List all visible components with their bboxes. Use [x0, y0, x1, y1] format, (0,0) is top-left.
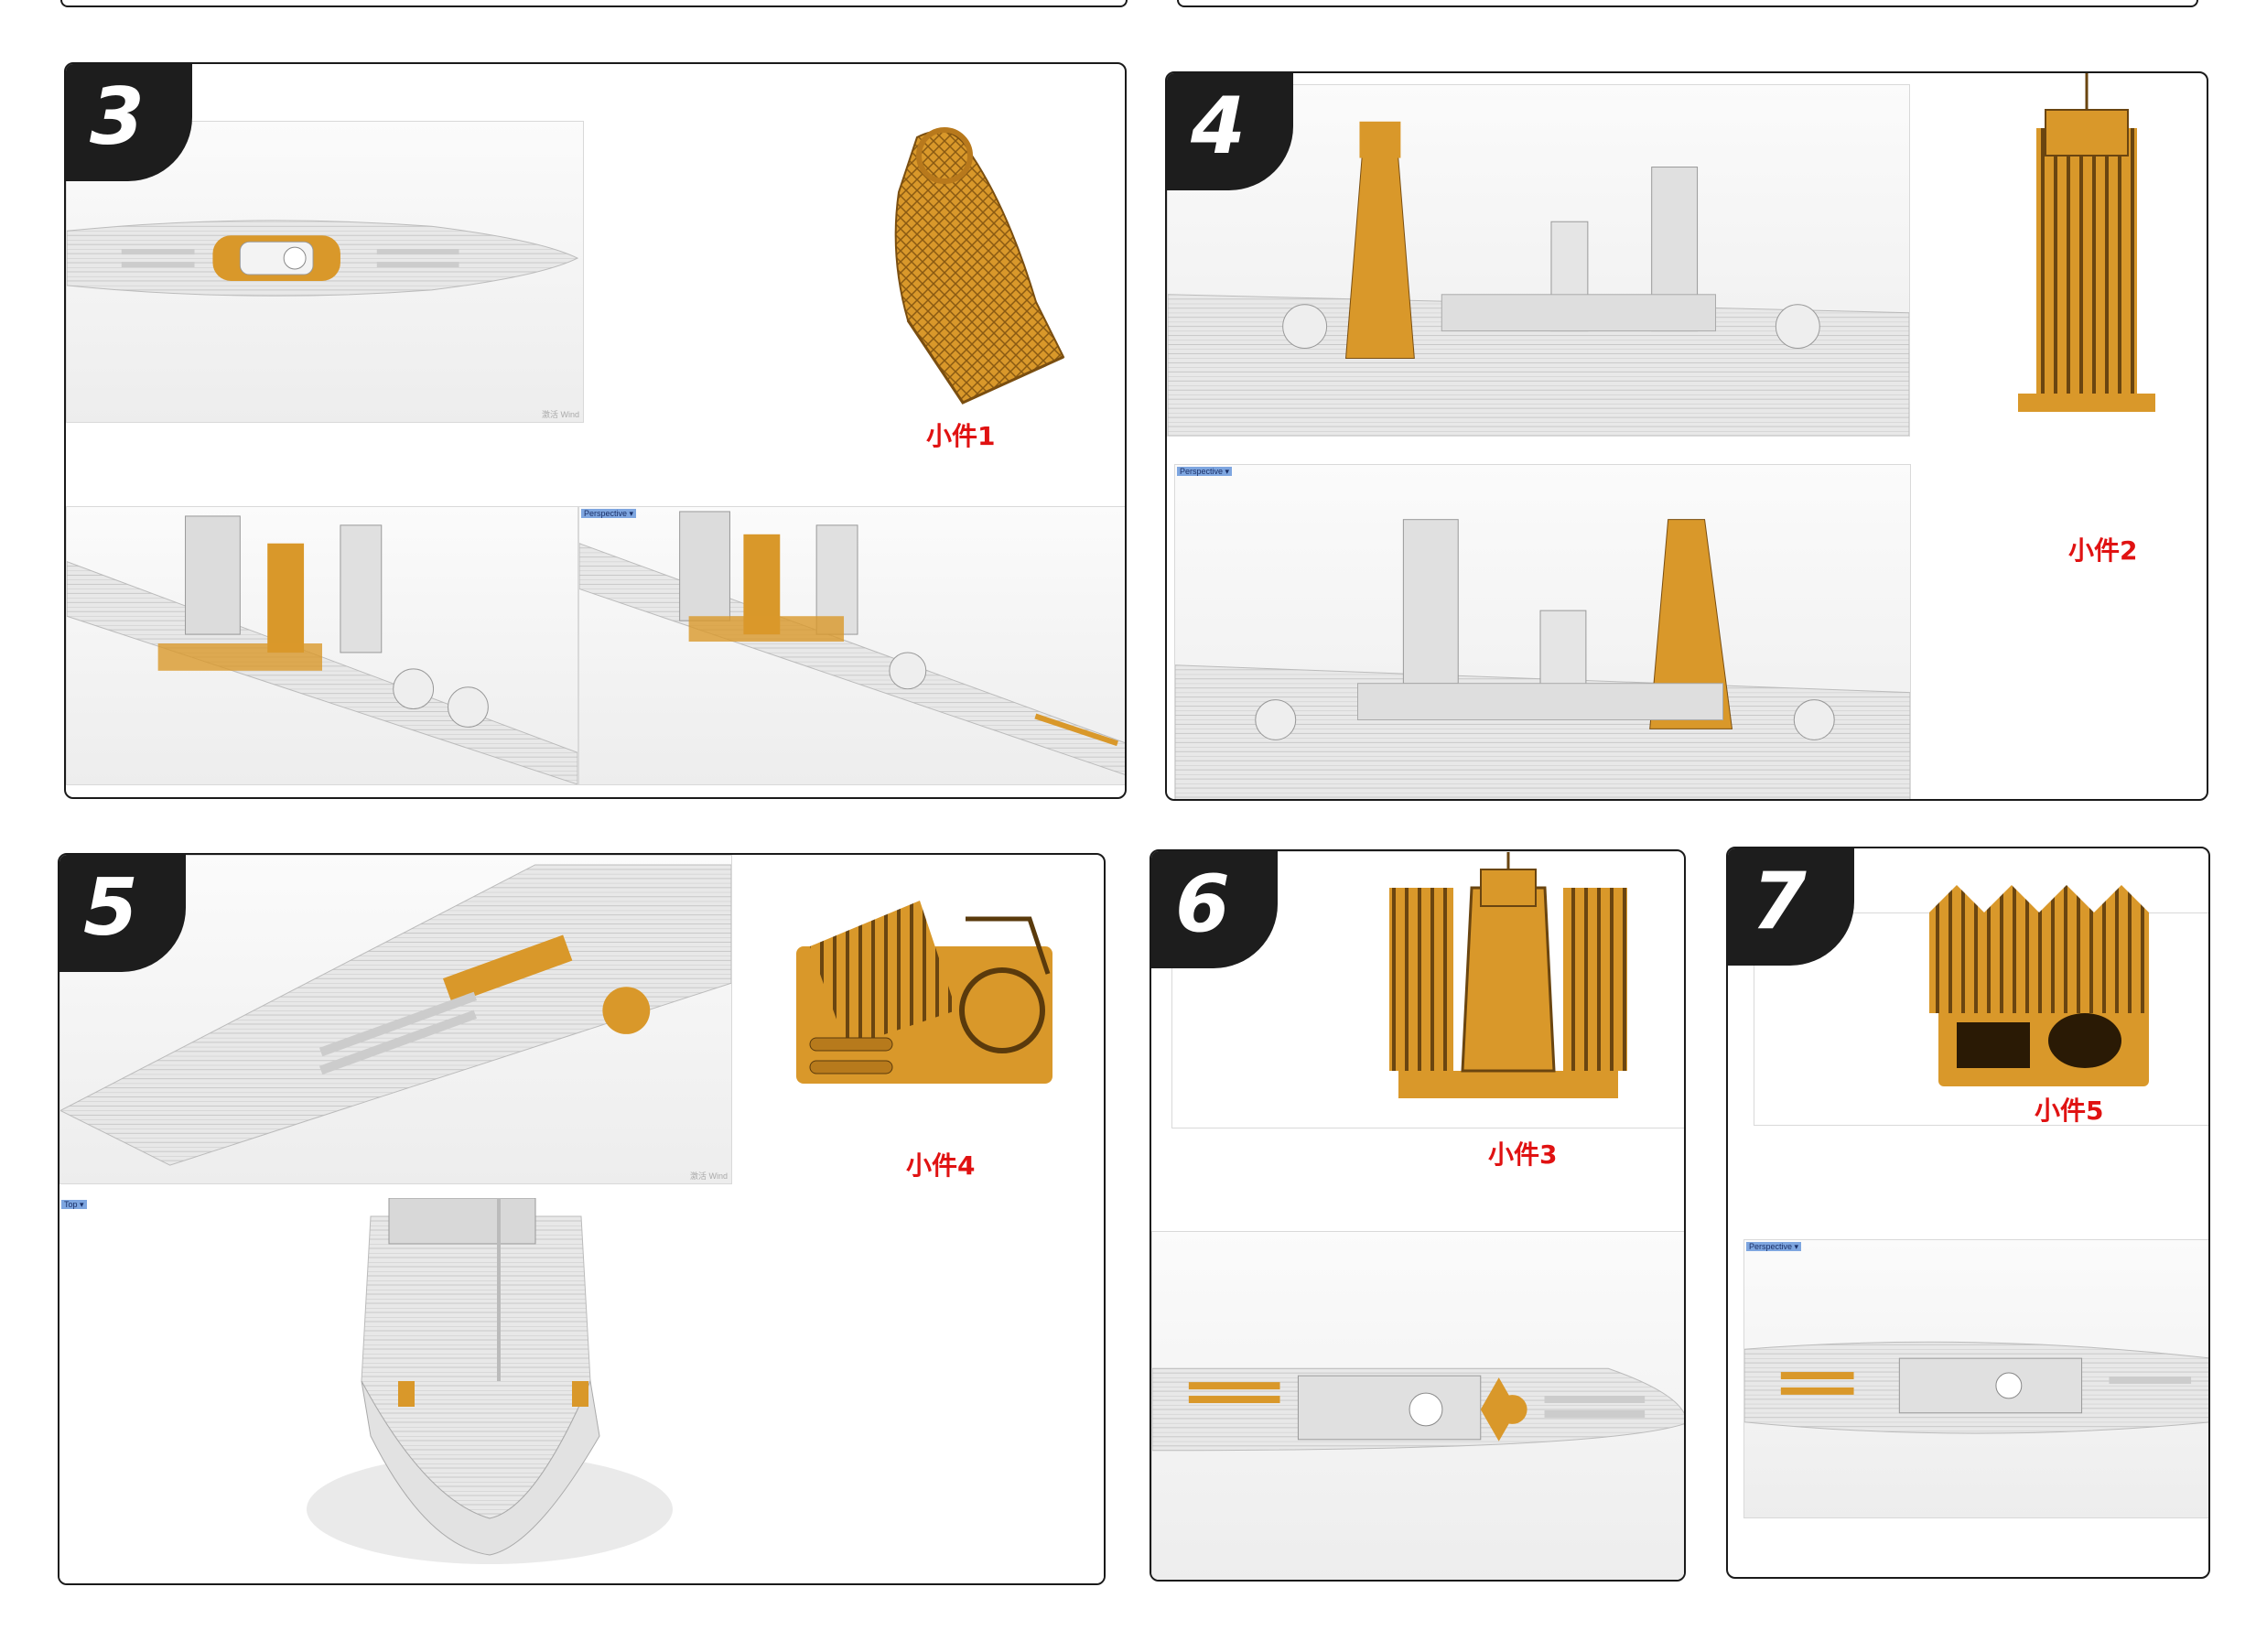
viewport-frame [1171, 851, 1684, 1128]
panel-step-5: 5 激活 Wind 小件4 Top [58, 853, 1106, 1585]
step-number-badge: 6 [1151, 851, 1278, 968]
step-number-badge: 3 [66, 64, 192, 181]
ship-top-render [60, 864, 731, 1166]
step-number: 4 [1191, 81, 1246, 172]
part-label: 小件2 [2068, 535, 2138, 566]
step-number: 3 [90, 71, 145, 163]
step-number: 7 [1752, 856, 1807, 947]
ship-perspective-render-2 [579, 511, 1125, 775]
viewport-tag: Perspective ▾ [1746, 1242, 1802, 1251]
viewport-top-view: Perspective ▾ [1743, 1239, 2208, 1518]
panel-step-7: 7 小件5 Perspective ▾ [1726, 847, 2210, 1579]
viewport-tag: Perspective ▾ [1177, 467, 1233, 476]
viewport-watermark: 激活 Wind [689, 1172, 728, 1181]
panel-step-6: 6 小件3 [1150, 849, 1686, 1582]
small-part-3-render [1389, 851, 1627, 1103]
ship-bow-render [307, 1198, 673, 1564]
small-part-2-render [2000, 73, 2164, 426]
partial-panel-top-left [60, 0, 1128, 7]
step-number-badge: 4 [1167, 73, 1293, 190]
viewport-perspective-left [66, 506, 578, 785]
viewport-perspective: Perspective ▾ [1174, 464, 1911, 799]
ship-top-render [1744, 1341, 2208, 1434]
ship-perspective-render [1175, 519, 1910, 799]
ship-side-render [1168, 121, 1909, 436]
ship-top-render [1152, 1367, 1684, 1452]
step-number: 5 [83, 862, 138, 954]
small-part-4-render [792, 882, 1057, 1093]
viewport-tag: Perspective ▾ [581, 509, 637, 518]
part-label: 小件4 [906, 1150, 976, 1181]
viewport-tag: Top ▾ [61, 1200, 87, 1209]
part-label: 小件5 [2035, 1096, 2104, 1126]
viewport-top-view [1151, 1231, 1684, 1580]
part-label: 小件1 [926, 421, 996, 451]
viewport-perspective-right: Perspective ▾ [578, 506, 1125, 785]
panel-step-3: 3 激活 Wind 小件1 [64, 62, 1127, 799]
partial-panel-top-right [1177, 0, 2198, 7]
step-number: 6 [1175, 858, 1230, 950]
ship-top-render [67, 220, 579, 297]
panel-step-4: 4 小件2 Perspect [1165, 71, 2208, 801]
viewport-bow-view: Top ▾ [59, 1198, 1104, 1583]
viewport-watermark: 激活 Wind [541, 410, 579, 419]
small-part-1-render [835, 119, 1109, 421]
step-number-badge: 5 [59, 855, 186, 972]
small-part-5-render [1920, 885, 2158, 1096]
step-number-badge: 7 [1728, 848, 1854, 966]
ship-perspective-render [67, 515, 577, 784]
part-label: 小件3 [1488, 1139, 1558, 1170]
